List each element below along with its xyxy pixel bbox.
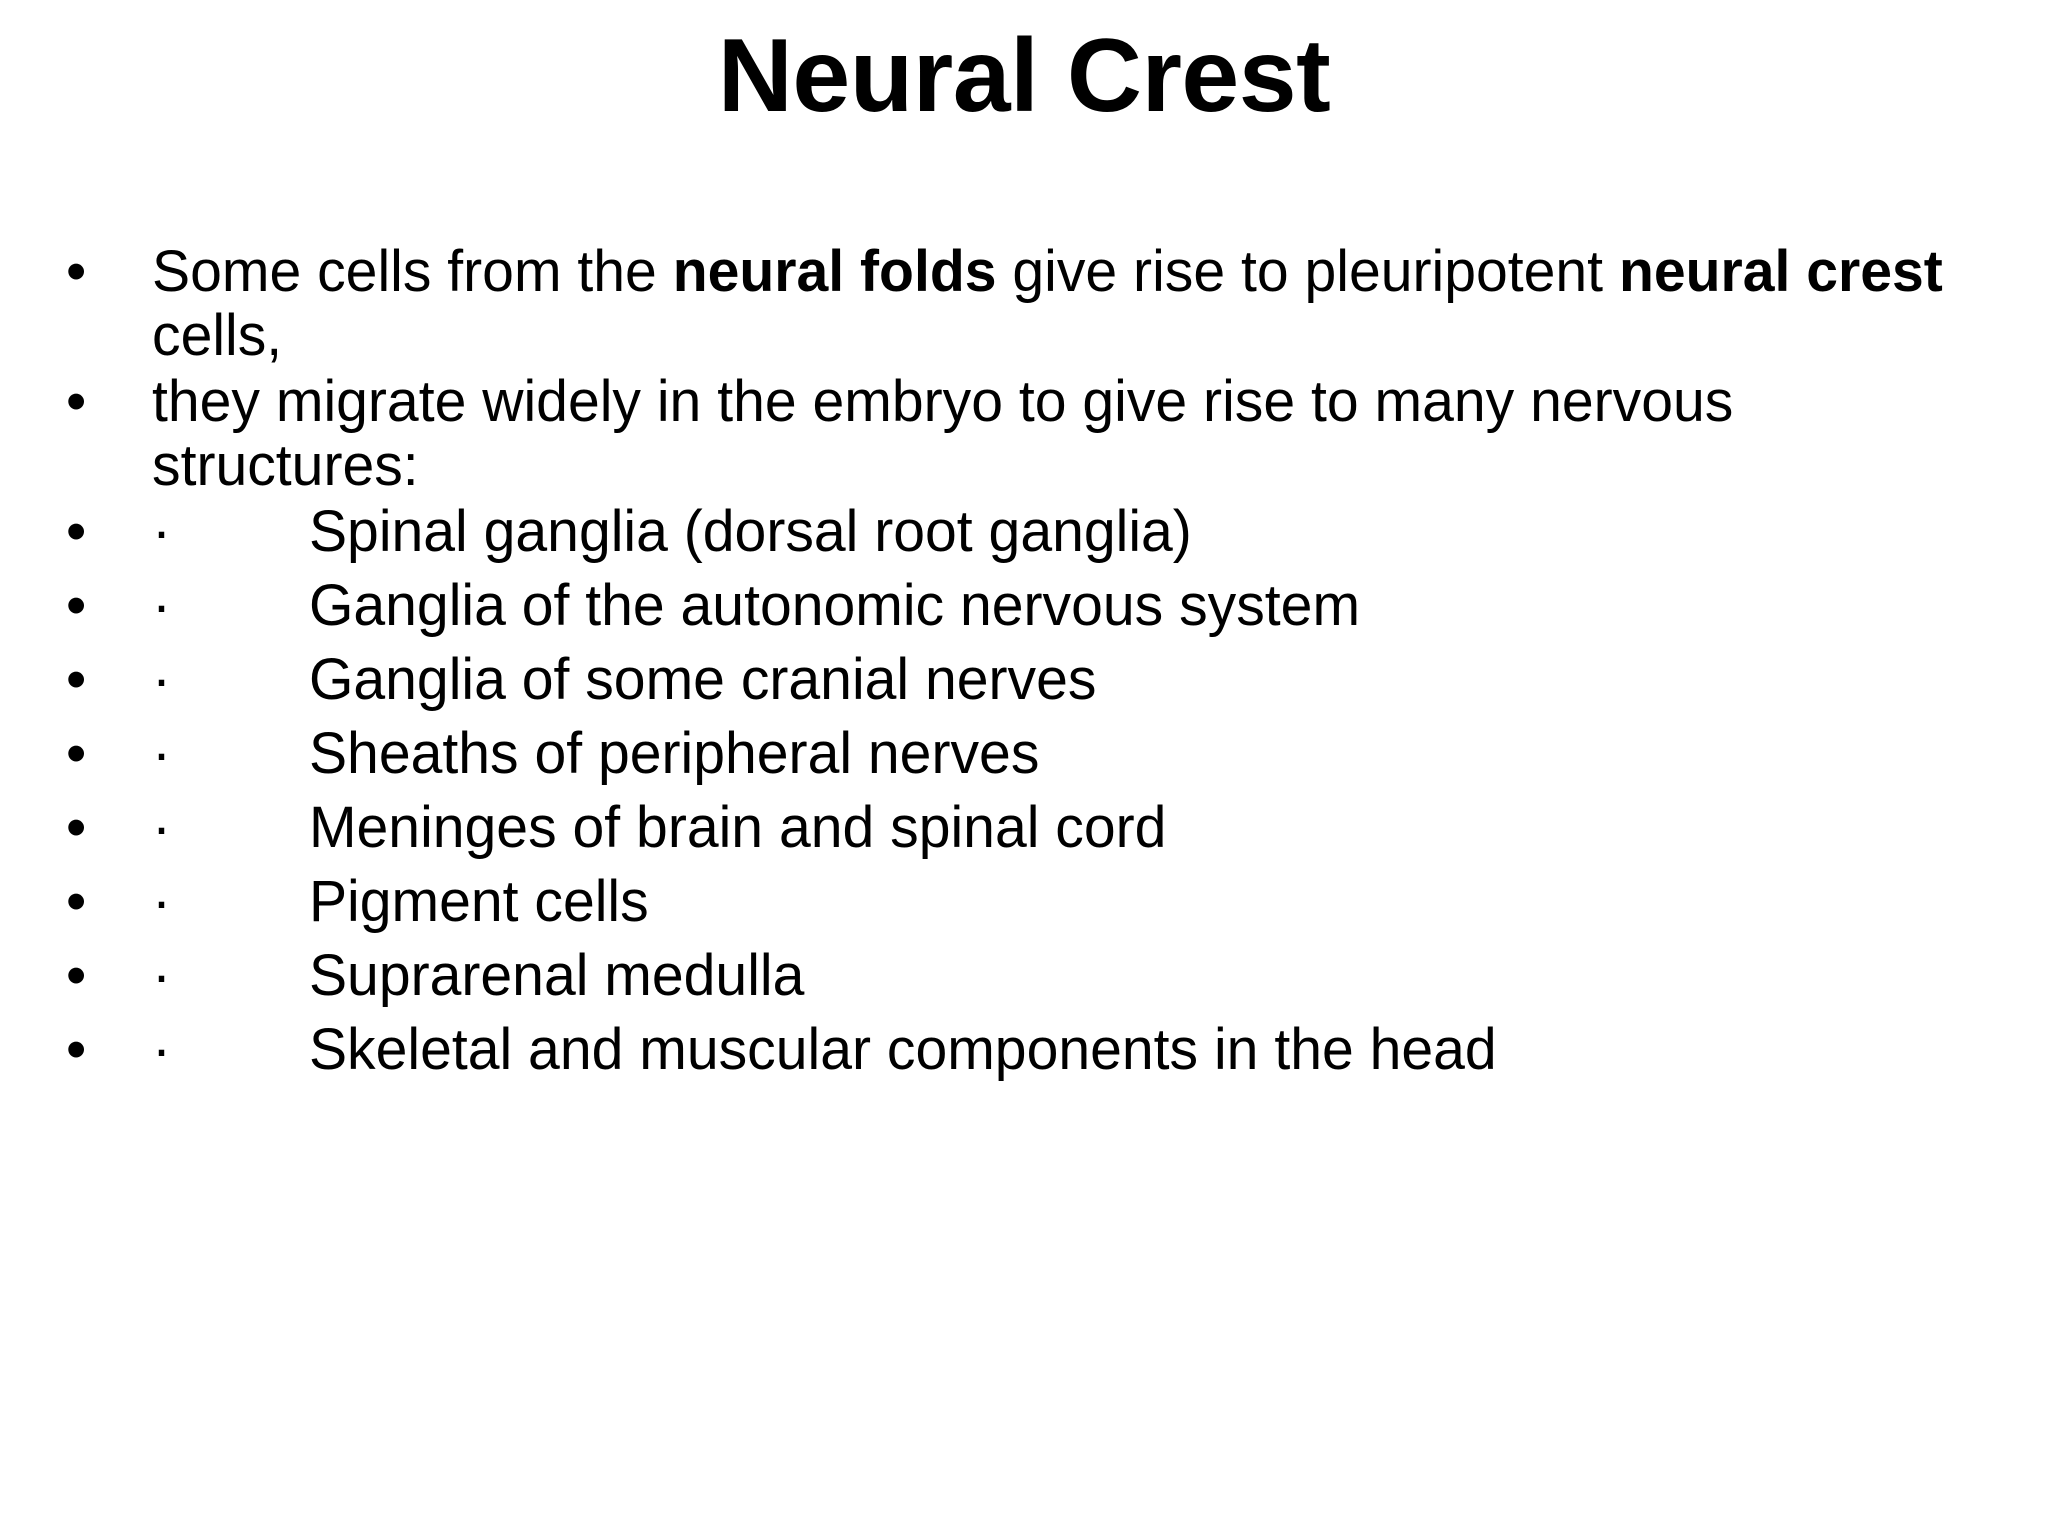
bullet-paragraph: • they migrate widely in the embryo to gi… [48,370,2008,498]
list-item: • · Suprarenal medulla [48,944,2008,1008]
bullet-text: · Sheaths of peripheral nerves [152,722,2008,786]
run-text: Sheaths of peripheral nerves [308,721,1040,786]
bullet-text: · Ganglia of some cranial nerves [152,648,2008,712]
list-item: • · Sheaths of peripheral nerves [48,722,2008,786]
bullet-dot-icon: • [66,869,87,934]
bullet-dot-icon: • [66,943,87,1008]
run-text: Ganglia of the autonomic nervous system [308,573,1361,638]
run-text: give rise to pleuripotent [996,239,1619,304]
emphasis-text: neural folds [672,239,997,304]
sub-marker-glyph: · [152,721,172,786]
run-text: Some cells from the [152,239,673,304]
list-item: • · Ganglia of the autonomic nervous syste… [48,574,2008,638]
bullet-list: • Some cells from the neural folds give r… [48,240,2008,1092]
sub-marker-glyph: · [152,573,172,638]
list-item: • · Ganglia of some cranial nerves [48,648,2008,712]
bullet-dot-icon: • [66,647,87,712]
bullet-dot-icon: • [66,499,87,564]
bullet-text: · Ganglia of the autonomic nervous system [152,574,2008,638]
bullet-dot-icon: • [66,795,87,860]
list-item: • · Pigment cells [48,870,2008,934]
bullet-dot-icon: • [66,239,87,304]
run-text: cells, [152,303,283,368]
bullet-dot-icon: • [66,369,87,434]
bullet-text: · Spinal ganglia (dorsal root ganglia) [152,500,2008,564]
run-text: Meninges of brain and spinal cord [308,795,1167,860]
bullet-dot-icon: • [66,573,87,638]
bullet-text: · Meninges of brain and spinal cord [152,796,2008,860]
bullet-dot-icon: • [66,1017,87,1082]
run-text: Suprarenal medulla [308,943,805,1008]
bullet-text: · Skeletal and muscular components in the… [152,1018,2008,1082]
bullet-text: Some cells from the neural folds give ri… [152,240,2008,368]
bullet-text: · Pigment cells [152,870,2008,934]
run-text: Pigment cells [308,869,649,934]
sub-marker-glyph: · [152,943,172,1008]
list-item: • · Skeletal and muscular components in th… [48,1018,2008,1082]
bullet-text: they migrate widely in the embryo to giv… [152,370,2008,498]
run-text: Spinal ganglia (dorsal root ganglia) [308,499,1192,564]
list-item: • · Spinal ganglia (dorsal root ganglia) [48,500,2008,564]
sub-marker-glyph: · [152,795,172,860]
run-text: they migrate widely in the embryo to giv… [152,369,1734,498]
bullet-text: · Suprarenal medulla [152,944,2008,1008]
run-text: Ganglia of some cranial nerves [308,647,1097,712]
bullet-paragraph: • Some cells from the neural folds give r… [48,240,2008,368]
list-item: • · Meninges of brain and spinal cord [48,796,2008,860]
page-title: Neural Crest [717,18,1331,134]
emphasis-text: neural crest [1618,239,1943,304]
sub-marker-glyph: · [152,1017,172,1082]
sub-marker-glyph: · [152,499,172,564]
sub-marker-glyph: · [152,869,172,934]
run-text: Skeletal and muscular components in the … [308,1017,1497,1082]
sub-marker-glyph: · [152,647,172,712]
bullet-dot-icon: • [66,721,87,786]
